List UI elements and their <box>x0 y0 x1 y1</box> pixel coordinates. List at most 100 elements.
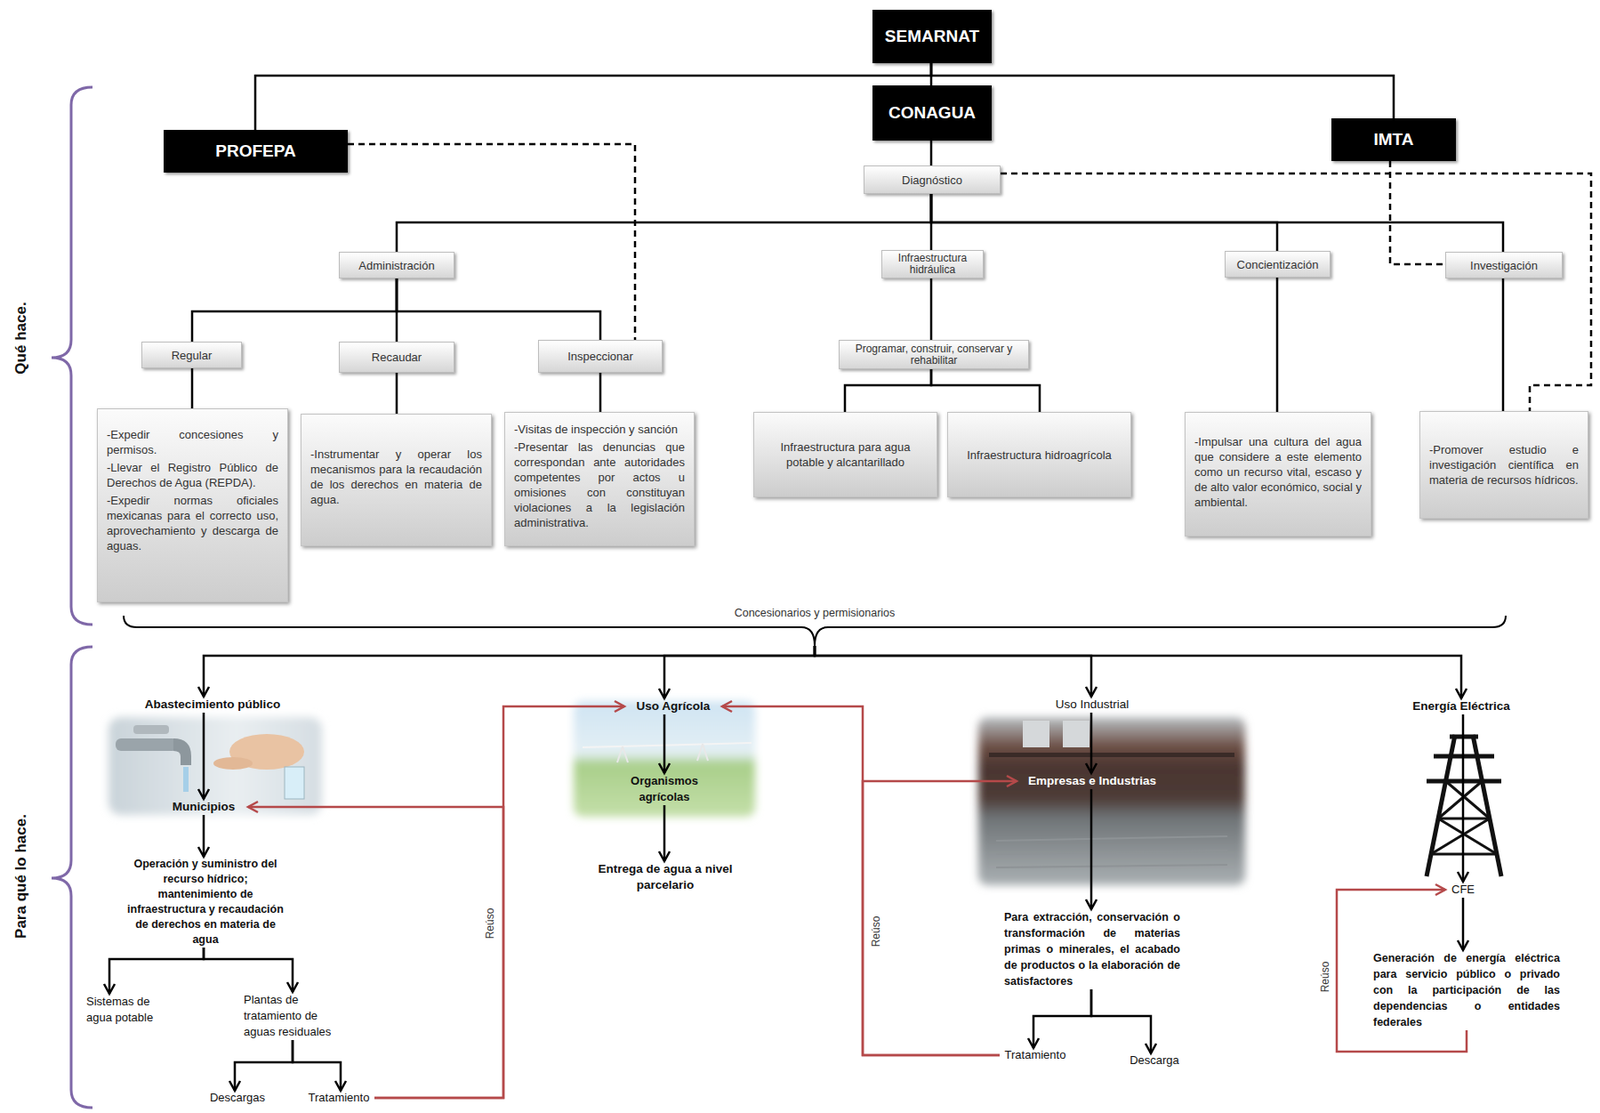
faucet-picture <box>284 766 305 799</box>
node-text: Plantas de tratamiento de aguas residual… <box>243 991 338 1040</box>
connector-line <box>663 714 667 773</box>
connector-line <box>1276 277 1279 412</box>
connector <box>931 140 933 166</box>
connector-line <box>814 645 1462 699</box>
node-text: -Expedir concesiones y permisos. <box>106 426 279 458</box>
org-box: PROFEPA <box>163 129 348 173</box>
activity-text: Generación de energía eléctrica para ser… <box>1370 949 1563 1030</box>
use-heading: Uso Agrícola <box>624 698 723 715</box>
node-text: Sistemas de agua potable <box>86 993 170 1026</box>
arrow-head <box>659 851 670 861</box>
reuse-label: Reúso <box>1318 960 1332 994</box>
faucet-picture <box>115 738 178 751</box>
connector <box>1457 897 1469 950</box>
arrow-head <box>722 700 732 712</box>
node-text: Entrega de agua a nivel parcelario <box>592 860 739 893</box>
connector-line <box>191 368 194 409</box>
node-text: Empresas e Industrias <box>1019 772 1166 789</box>
connector-line <box>931 369 1040 412</box>
node-text: -Expedir normas oficiales mexicanas para… <box>106 492 279 554</box>
connector-line <box>1462 897 1465 950</box>
arrow-head <box>198 686 210 697</box>
node-text: Concesionarios y permisionarios <box>126 604 1504 621</box>
connector <box>1457 714 1469 882</box>
connector <box>203 947 298 992</box>
connector-line <box>663 804 667 861</box>
irrigation-picture <box>573 700 756 817</box>
connector <box>104 947 204 994</box>
connector <box>198 645 815 697</box>
function-box: Regular <box>141 341 242 369</box>
connector <box>814 645 1097 697</box>
arrow-head <box>659 688 670 699</box>
irrigation-picture <box>617 743 708 763</box>
org-box: CONAGUA <box>872 85 992 141</box>
connector-line <box>234 1039 293 1091</box>
node-text: Administración <box>358 258 435 273</box>
arrow-head <box>1455 688 1467 699</box>
function-box: Administración <box>338 251 455 279</box>
arrow-head <box>198 846 210 857</box>
actor-label: CFE <box>1445 881 1481 898</box>
connector <box>931 369 1040 412</box>
connector-line <box>396 278 601 340</box>
arrow-head <box>659 763 670 773</box>
connector <box>192 278 397 342</box>
node-text: -Promover estudio e investigación cientí… <box>1429 442 1579 488</box>
node-text: Recaudar <box>371 350 422 364</box>
description-box: -Expedir concesiones y permisos.-Llevar … <box>96 408 289 603</box>
activity-text: Operación y suministro del recurso hídri… <box>122 856 289 948</box>
connector-line <box>862 780 1017 1055</box>
arrow-head <box>1006 775 1017 787</box>
faucet-picture <box>108 716 322 815</box>
use-heading: Energía Eléctrica <box>1398 698 1524 715</box>
connector-line <box>844 369 932 412</box>
connector-line <box>1090 788 1094 909</box>
connector-line <box>248 806 504 1098</box>
connector <box>198 712 210 799</box>
node-text: IMTA <box>1373 129 1414 150</box>
connector-line <box>931 193 1504 252</box>
function-box: Diagnóstico <box>863 165 1001 194</box>
node-text: Descargas <box>209 1090 266 1105</box>
arrow-head <box>1457 940 1469 950</box>
connector <box>844 369 932 412</box>
connector <box>931 193 1504 252</box>
org-box: SEMARNAT <box>872 9 992 64</box>
power-tower <box>1438 818 1497 854</box>
reuse-connector <box>374 700 625 1098</box>
faucet-picture <box>108 716 322 815</box>
connector-line <box>930 278 933 340</box>
description-box: -Impulsar una cultura del agua que consi… <box>1184 411 1372 537</box>
section-label: Para qué lo hace. <box>12 813 31 939</box>
description-box: -Visitas de inspección y sanción-Present… <box>504 411 695 547</box>
arrow-head <box>1435 884 1446 895</box>
node-text: Energía Eléctrica <box>1401 698 1521 715</box>
connector-line <box>255 63 932 130</box>
step-label: Tratamiento <box>303 1090 375 1105</box>
node-text: PROFEPA <box>215 141 296 161</box>
connector <box>659 645 815 699</box>
industry-picture <box>978 716 1246 885</box>
connector <box>600 372 602 412</box>
arrow-head <box>1085 899 1097 909</box>
arrow-head <box>104 983 115 994</box>
node-text: Uso Agrícola <box>627 698 720 715</box>
section-label: Qué hace. <box>12 301 31 374</box>
connector <box>198 814 210 857</box>
node-text: Infraestructura hidráulica <box>887 252 978 276</box>
step-label: Descarga <box>1125 1053 1183 1068</box>
connector <box>229 1039 293 1091</box>
node-text: Operación y suministro del recurso hídri… <box>125 856 286 948</box>
dashed-connector <box>1000 173 1592 411</box>
actor-label: Municipios <box>159 798 249 815</box>
arrow-head <box>1145 1043 1157 1054</box>
connector <box>1085 788 1097 909</box>
node-text: Generación de energía eléctrica para ser… <box>1373 949 1560 1030</box>
use-heading: Abastecimiento público <box>128 696 298 713</box>
connector <box>931 278 933 340</box>
function-box: Inspeccionar <box>538 339 663 373</box>
node-text: Municipios <box>161 798 246 815</box>
power-tower <box>1431 818 1490 854</box>
node-text: Tratamiento <box>1002 1047 1069 1062</box>
